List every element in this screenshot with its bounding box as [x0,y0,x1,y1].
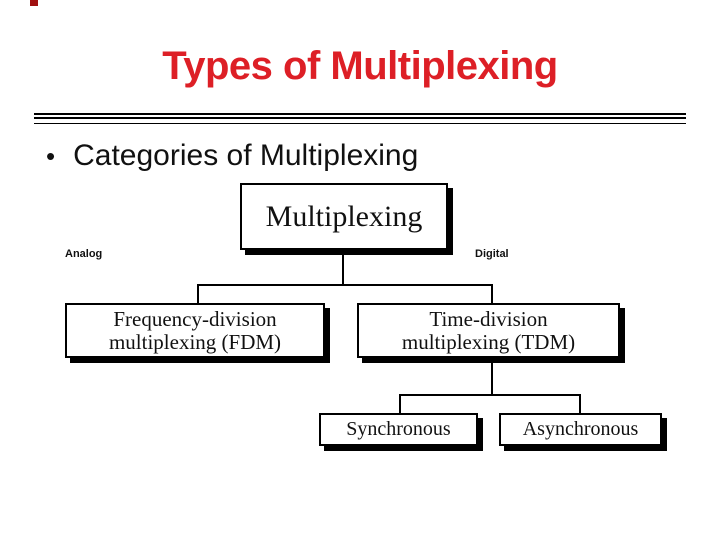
bullet-text: Categories of Multiplexing [73,139,419,172]
branch-label-analog: Analog [65,248,103,260]
connector-level1-horizontal [197,284,493,286]
connector-level2-horizontal [399,394,581,396]
corner-accent-mark [30,0,38,6]
tree-node-fdm: Frequency-division multiplexing (FDM) [65,303,325,358]
separator-line-thick [34,116,686,119]
tree-node-asynchronous: Asynchronous [499,413,662,446]
tree-node-multiplexing: Multiplexing [240,183,448,250]
tree-node-synchronous-label: Synchronous [346,418,451,440]
branch-label-digital: Digital [475,248,509,260]
connector-root-down [342,250,344,285]
connector-stub-synchronous [399,394,401,415]
tree-node-multiplexing-label: Multiplexing [265,199,423,233]
separator-line-thin-top [34,113,686,115]
connector-stub-fdm [197,284,199,305]
connector-stub-tdm [491,284,493,305]
tree-node-asynchronous-label: Asynchronous [522,418,639,440]
bullet-item: • Categories of Multiplexing [46,138,418,174]
tree-node-fdm-line1: Frequency-division [113,306,277,331]
connector-stub-asynchronous [579,394,581,415]
tree-node-fdm-line2: multiplexing (FDM) [108,329,282,354]
tree-node-tdm-line2: multiplexing (TDM) [401,329,576,354]
tree-node-tdm: Time-division multiplexing (TDM) [357,303,620,358]
tree-node-tdm-line1: Time-division [429,306,548,331]
separator-line-thin-bottom [34,122,686,124]
tree-node-synchronous: Synchronous [319,413,478,446]
title-separator-rule [34,113,686,124]
bullet-dot-icon: • [46,141,56,171]
slide-title: Types of Multiplexing [162,44,558,88]
connector-tdm-down [491,358,493,396]
